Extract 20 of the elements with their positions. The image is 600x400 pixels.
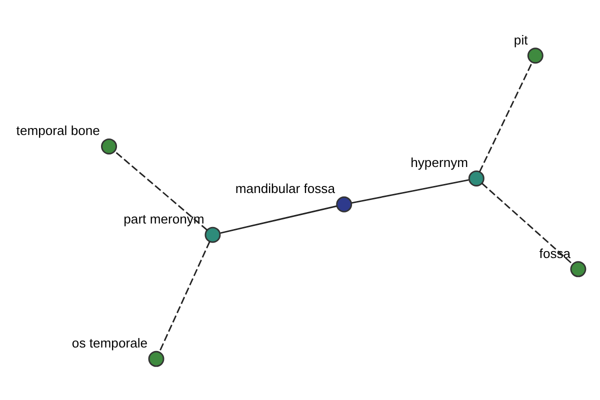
node-label: part meronym [124, 212, 204, 226]
connector [481, 182, 574, 265]
connector [351, 179, 469, 204]
node-label: hypernym [410, 155, 468, 170]
node-circle [101, 138, 118, 154]
node-label: temporal bone [16, 123, 100, 138]
node-circle [148, 350, 164, 367]
node-label: os temporale [72, 336, 148, 351]
connector [478, 62, 533, 172]
connector [158, 241, 210, 353]
node-circle [204, 226, 221, 243]
connector [220, 205, 337, 234]
node-label: pit [514, 32, 528, 48]
node-circle [468, 170, 484, 186]
node-circle [570, 261, 586, 278]
node-circle [527, 48, 544, 64]
node-circle [336, 196, 352, 212]
node-label: mandibular fossa [235, 181, 336, 196]
connector [114, 150, 208, 231]
node-label: fossa [539, 246, 571, 261]
